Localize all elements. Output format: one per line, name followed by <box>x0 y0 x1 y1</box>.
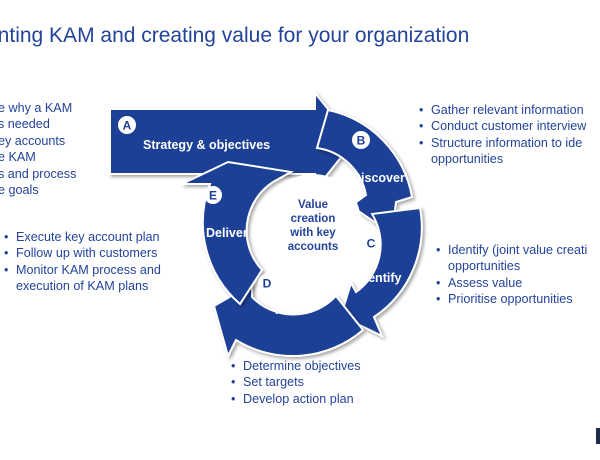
center-line-4: accounts <box>288 241 339 253</box>
stage-a-arrow <box>109 90 356 193</box>
center-line-2: creation <box>291 213 336 225</box>
discover-bullet: Gather relevant information <box>419 102 586 119</box>
stage-e-label: Deliver <box>206 226 248 240</box>
discover-bullets: Gather relevant information Conduct cust… <box>419 102 586 168</box>
plan-bullet: Develop action plan <box>231 391 361 408</box>
stage-e-letter: E <box>209 189 217 203</box>
stage-a-label: Strategy & objectives <box>143 138 270 152</box>
discover-bullet: Structure information to ide <box>419 135 586 152</box>
discover-bullet: Conduct customer interview <box>419 118 586 135</box>
stage-c-label: Identify <box>357 271 401 285</box>
strategy-note: s needed <box>0 117 50 132</box>
plan-bullet: Set targets <box>231 374 361 391</box>
deliver-bullet-continuation: execution of KAM plans <box>16 279 149 294</box>
deliver-bullets: Execute key account plan Follow up with … <box>4 229 161 295</box>
stage-b-letter: B <box>357 134 366 148</box>
stage-d-letter: D <box>263 277 272 291</box>
page-title: enting KAM and creating value for your o… <box>0 24 470 47</box>
identify-bullet: Identify (joint value creati <box>436 242 587 259</box>
stage-d-label: Plan <box>275 303 301 317</box>
deliver-bullet: Monitor KAM process and <box>4 262 161 279</box>
deliver-bullet: Execute key account plan <box>4 229 161 246</box>
stage-a-badge: A <box>118 116 136 134</box>
center-line-3: with key <box>289 227 336 239</box>
identify-bullets: Identify (joint value creati opportuniti… <box>436 242 587 308</box>
discover-bullet-continuation: opportunities <box>431 152 504 167</box>
strategy-note: e why a KAM <box>0 101 73 115</box>
stage-d-badge: D <box>258 274 276 292</box>
strategy-note: s and process <box>0 166 77 181</box>
stage-d-segment <box>212 282 365 359</box>
stage-c-letter: C <box>367 237 376 251</box>
identify-bullet: Prioritise opportunities <box>436 291 587 308</box>
plan-bullets: Determine objectives Set targets Develop… <box>231 358 361 408</box>
strategy-note: e KAM <box>0 150 36 165</box>
identify-bullet-continuation: opportunities <box>448 259 521 274</box>
deliver-bullet: Follow up with customers <box>4 245 161 262</box>
strategy-note: ey accounts <box>0 133 66 148</box>
edge-mark <box>596 428 600 444</box>
stage-e-badge: E <box>204 186 222 204</box>
strategy-note: e goals <box>0 183 39 198</box>
stage-b-segment <box>315 108 414 236</box>
center-hub: Value creation with key accounts <box>265 174 361 270</box>
strategy-notes: e why a KAM s needed ey accounts e KAM s… <box>0 100 76 198</box>
center-line-1: Value <box>298 199 328 211</box>
stage-a-letter: A <box>123 119 132 133</box>
plan-bullet: Determine objectives <box>231 358 361 375</box>
stage-b-badge: B <box>352 131 370 149</box>
identify-bullet: Assess value <box>436 275 587 292</box>
stage-b-label: Discover <box>352 171 405 185</box>
stage-c-badge: C <box>362 234 380 252</box>
